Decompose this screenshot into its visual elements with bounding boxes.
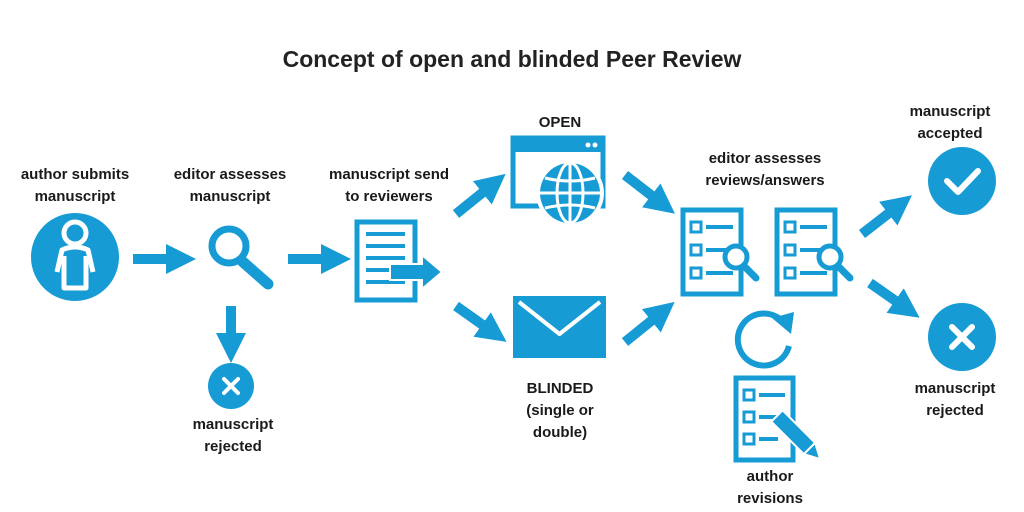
review-forms-icon — [680, 207, 854, 297]
arrow-editor-to-accepted — [858, 195, 912, 238]
label-open: OPEN — [538, 114, 582, 131]
arrow-editor-to-rejected — [867, 278, 920, 318]
person-icon — [31, 213, 119, 301]
arrow-blinded-to-editor — [621, 301, 675, 346]
refresh-icon — [734, 310, 794, 369]
diagram-title: Concept of open and blinded Peer Review — [282, 46, 742, 72]
arrow-send-to-blinded — [453, 301, 507, 342]
magnifier-icon — [208, 225, 274, 290]
arrow-send-to-open — [452, 173, 506, 218]
check-icon — [928, 147, 996, 215]
reject-icon — [928, 303, 996, 371]
reject-icon — [208, 363, 254, 409]
globe-window-icon — [510, 135, 606, 227]
envelope-icon — [513, 296, 606, 358]
pen-document-icon — [733, 375, 822, 463]
arrow-open-to-editor — [621, 171, 675, 214]
document-send-icon — [354, 219, 444, 303]
